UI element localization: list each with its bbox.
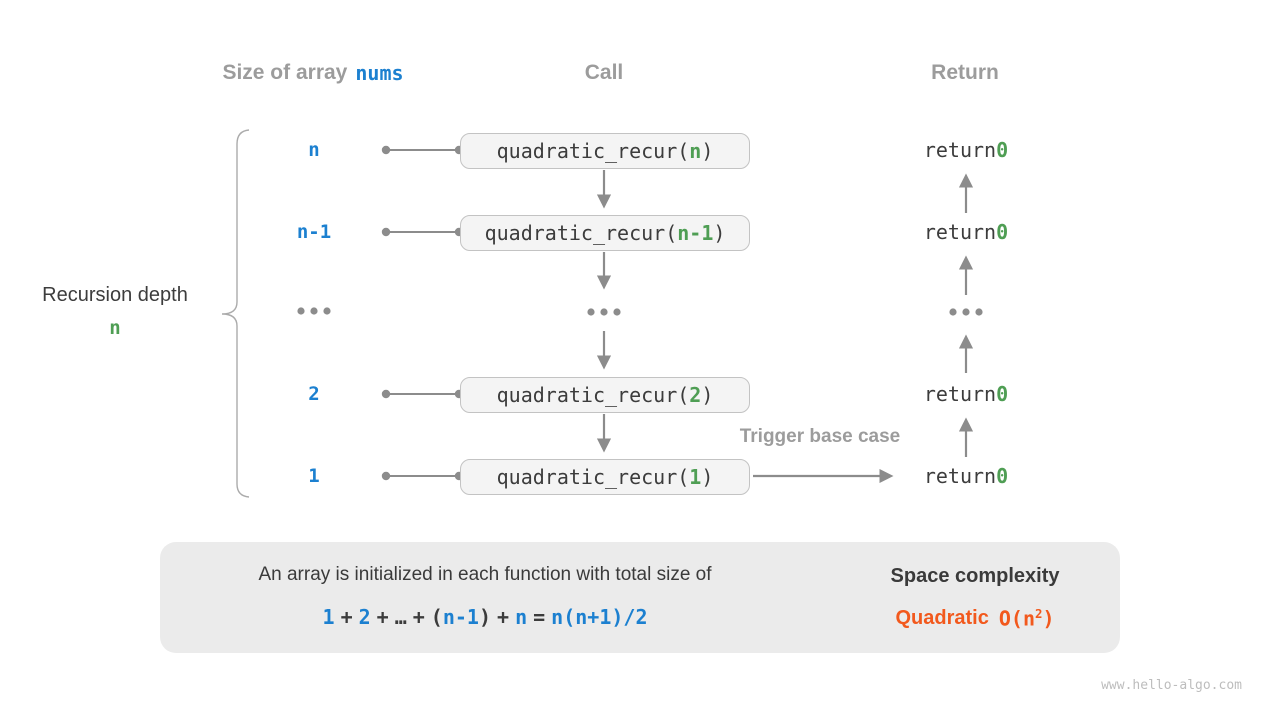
return-keyword: return: [923, 138, 997, 162]
big-o-prefix: O(n: [998, 606, 1035, 631]
size-label: 1: [308, 465, 320, 487]
space-complexity-value: Quadratic O(n2): [850, 603, 1100, 633]
call-arg: n: [689, 139, 702, 163]
return-keyword: return: [923, 382, 997, 406]
call-arg: 2: [689, 383, 702, 407]
formula-operator: +: [497, 605, 510, 629]
return-value: 0: [996, 382, 1009, 406]
recursion-depth-label: Recursion depth n: [15, 284, 215, 339]
formula-result: n(n+1)/2: [551, 605, 648, 629]
space-complexity-title: Space complexity: [890, 564, 1060, 587]
return-statement: return 0: [906, 132, 1026, 168]
call-paren: ): [701, 465, 714, 489]
formula-operator: +: [412, 605, 425, 629]
return-value: 0: [996, 220, 1009, 244]
call-arg: 1: [689, 465, 702, 489]
big-o-suffix: ): [1042, 606, 1055, 631]
formula-term: n-1: [442, 605, 479, 629]
call-box: quadratic_recur(n): [460, 133, 750, 169]
return-value: 0: [996, 464, 1009, 488]
call-paren: ): [701, 383, 714, 407]
return-statement: return 0: [906, 458, 1026, 494]
formula-equals: =: [533, 605, 546, 629]
return-statement: return 0: [906, 214, 1026, 250]
formula-term: n: [515, 605, 528, 629]
call-paren: ): [713, 221, 726, 245]
call-column-header: Call: [584, 61, 624, 84]
size-header-text: Size of array: [222, 61, 348, 84]
formula-paren: ): [478, 605, 492, 629]
formula-paren: (: [430, 605, 443, 629]
formula-term: 2: [358, 605, 371, 629]
complexity-name: Quadratic: [895, 606, 989, 629]
call-text: quadratic_recur(: [496, 383, 690, 407]
call-box: quadratic_recur(1): [460, 459, 750, 495]
call-box: quadratic_recur(n-1): [460, 215, 750, 251]
call-paren: ): [701, 139, 714, 163]
return-keyword: return: [923, 220, 997, 244]
size-label: 2: [308, 383, 320, 405]
return-value: 0: [996, 138, 1009, 162]
size-label: n: [308, 139, 320, 161]
call-text: quadratic_recur(: [484, 221, 678, 245]
size-column-header: Size of array nums: [163, 60, 463, 86]
call-arg: n-1: [677, 221, 714, 245]
formula-operator: +: [376, 605, 389, 629]
call-box: quadratic_recur(2): [460, 377, 750, 413]
size-label: n-1: [296, 221, 332, 243]
call-text: quadratic_recur(: [496, 139, 690, 163]
complexity-notation: O(n2): [999, 606, 1055, 631]
formula-term: 1: [322, 605, 335, 629]
return-column-header: Return: [931, 61, 999, 84]
return-statement: return 0: [906, 376, 1026, 412]
formula-operator: +: [340, 605, 353, 629]
call-text: quadratic_recur(: [496, 465, 690, 489]
big-o-exponent: 2: [1034, 605, 1043, 621]
trigger-base-case-label: Trigger base case: [739, 426, 901, 447]
recursion-depth-text: Recursion depth: [42, 284, 188, 306]
watermark: www.hello-algo.com: [1101, 678, 1242, 693]
summary-box: [160, 542, 1120, 653]
recursion-depth-value: n: [109, 317, 121, 339]
summary-text: An array is initialized in each function…: [258, 564, 712, 585]
size-header-code: nums: [355, 61, 404, 85]
formula-ellipsis: …: [394, 605, 407, 629]
summary-formula: 1 + 2 + … + ( n-1 ) + n = n(n+1)/2: [180, 602, 790, 632]
return-keyword: return: [923, 464, 997, 488]
